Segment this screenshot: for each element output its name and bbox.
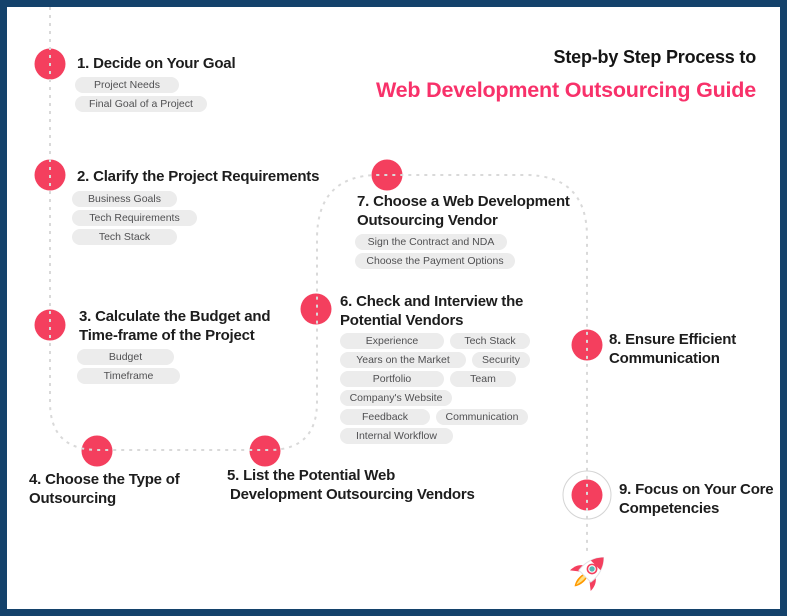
step-4: 4. Choose the Type of Outsourcing (29, 470, 180, 508)
step-2-node (34, 159, 66, 191)
tag-tech-stack: Tech Stack (72, 229, 177, 245)
tag-team: Team (450, 371, 516, 387)
step-7-title-line2: Outsourcing Vendor (357, 212, 498, 229)
tag-internal-workflow: Internal Workflow (340, 428, 453, 444)
step-2-tags: Business Goals Tech Requirements Tech St… (72, 191, 197, 245)
step-4-node (81, 435, 113, 467)
rocket-icon (570, 556, 605, 591)
step-8-title-line1: 8. Ensure Efficient (609, 331, 737, 348)
step-1: 1. Decide on Your Goal (77, 54, 236, 73)
step-5-node (249, 435, 281, 467)
step-4-title-line2: Outsourcing (29, 490, 116, 507)
step-5-title-line1: 5. List the Potential Web (227, 467, 396, 484)
tag-payment-options: Choose the Payment Options (355, 253, 515, 269)
step-6-node (300, 293, 332, 325)
step-9-node (571, 479, 603, 511)
step-7-tags: Sign the Contract and NDA Choose the Pay… (355, 234, 515, 269)
step-2-title: 2. Clarify the Project Requirements (77, 168, 320, 185)
step-3-tags: Budget Timeframe (77, 349, 180, 384)
step-6: 6. Check and Interview the Potential Ven… (340, 292, 523, 330)
step-3-node (34, 309, 66, 341)
step-7-node (371, 159, 403, 191)
step-7: 7. Choose a Web Development Outsourcing … (357, 192, 570, 230)
tag-project-needs: Project Needs (75, 77, 179, 93)
step-4-title-line1: 4. Choose the Type of (29, 471, 180, 488)
tag-sign-contract-nda: Sign the Contract and NDA (355, 234, 507, 250)
tag-timeframe: Timeframe (77, 368, 180, 384)
step-9: 9. Focus on Your Core Competencies (619, 480, 774, 518)
tag-final-goal: Final Goal of a Project (75, 96, 207, 112)
step-6-title-line2: Potential Vendors (340, 312, 464, 329)
tag-portfolio: Portfolio (340, 371, 444, 387)
step-8: 8. Ensure Efficient Communication (609, 330, 736, 368)
step-7-title-line1: 7. Choose a Web Development (357, 193, 570, 210)
page-title: Step-by Step Process to Web Development … (376, 47, 756, 103)
title-main: Web Development Outsourcing Guide (375, 78, 756, 102)
tag-years-on-market: Years on the Market (340, 352, 466, 368)
step-5: 5. List the Potential Web Development Ou… (227, 466, 475, 504)
tag-tech-requirements: Tech Requirements (72, 210, 197, 226)
step-1-title: 1. Decide on Your Goal (77, 55, 236, 72)
tag-tech-stack-vendor: Tech Stack (450, 333, 530, 349)
tag-security: Security (472, 352, 530, 368)
step-9-title-line2: Competencies (619, 500, 720, 517)
step-9-title-line1: 9. Focus on Your Core (619, 481, 774, 498)
tag-budget: Budget (77, 349, 174, 365)
step-6-title-line1: 6. Check and Interview the (340, 293, 524, 310)
title-subtitle: Step-by Step Process to (553, 47, 757, 67)
step-8-title-line2: Communication (609, 350, 720, 367)
tag-feedback: Feedback (340, 409, 430, 425)
step-1-node (34, 48, 66, 80)
step-8-node (571, 329, 603, 361)
step-3: 3. Calculate the Budget and Time-frame o… (79, 307, 271, 345)
tag-experience: Experience (340, 333, 444, 349)
tag-business-goals: Business Goals (72, 191, 177, 207)
step-3-title-line1: 3. Calculate the Budget and (79, 308, 271, 325)
step-9-ring (562, 470, 612, 520)
tag-companys-website: Company's Website (340, 390, 452, 406)
step-1-tags: Project Needs Final Goal of a Project (75, 77, 207, 112)
step-3-title-line2: Time-frame of the Project (79, 327, 255, 344)
step-2: 2. Clarify the Project Requirements (77, 167, 319, 186)
step-6-tags: Experience Tech Stack Years on the Marke… (340, 333, 530, 447)
tag-communication: Communication (436, 409, 528, 425)
step-5-title-line2: Development Outsourcing Vendors (230, 486, 475, 503)
